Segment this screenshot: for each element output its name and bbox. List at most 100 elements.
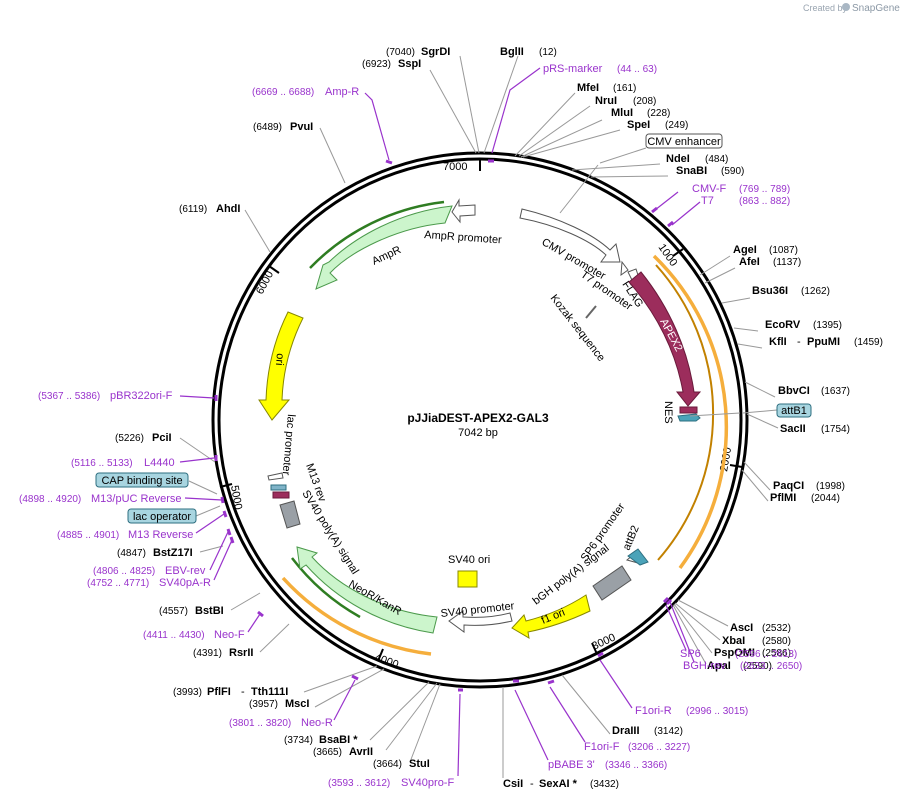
feature-nes: NES [662, 401, 701, 424]
enzyme-afei-pos: (1137) [773, 257, 801, 268]
primer-pbabe3-range: (3346 .. 3366) [605, 760, 667, 771]
primer-m13-reverse-range: (4885 .. 4901) [57, 530, 119, 541]
box-lac-operator: lac operator [127, 505, 221, 524]
label-ampr: AmpR [370, 244, 403, 268]
primer-amp-r: (6669 .. 6688) Amp-R [252, 86, 359, 98]
enzyme-pflfi-name: PflFI [207, 686, 231, 698]
primer-sv40pro-f: (3593 .. 3612) SV40pro-F [328, 777, 454, 789]
label-ampr-promoter: AmpR promoter [424, 229, 503, 246]
primer-prs-marker-range: (44 .. 63) [617, 64, 657, 75]
enzyme-avrii-name: AvrII [349, 746, 373, 758]
enzyme-pvui-pos: (6489) [253, 122, 282, 133]
enzyme-xbai-pos: (2580) [762, 636, 791, 647]
enzyme-ecorv-name: EcoRV [765, 319, 801, 331]
enzyme-spei-name: SpeI [627, 119, 650, 131]
enzyme-sacii: SacII (1754) [780, 423, 850, 435]
primer-cmv-f-name: CMV-F [692, 183, 727, 195]
enzyme-sexai-name: SexAI * [539, 778, 578, 790]
enzyme-asci-name: AscI [730, 622, 753, 634]
primer-leaders [179, 67, 701, 777]
primer-sp6-range: (2596 .. 2613) [735, 649, 797, 660]
enzyme-agei: AgeI (1087) [733, 244, 798, 256]
enzyme-draiii: DraIII (3142) [612, 725, 683, 737]
orf-halo-apex2 [652, 254, 729, 570]
enzyme-msci-name: MscI [285, 698, 309, 710]
enzyme-snabi-name: SnaBI [676, 165, 707, 177]
enzyme-asci-pos: (2532) [762, 623, 791, 634]
tick-label-5000: 5000 [228, 484, 244, 510]
primer-ebv-rev-range: (4806 .. 4825) [93, 566, 155, 577]
tick-label-7000: 7000 [443, 161, 467, 173]
enzyme-pflmi: PflMI (2044) [770, 492, 840, 504]
tick-6000 [268, 265, 280, 274]
primer-m13-reverse-name: M13 Reverse [128, 529, 193, 541]
enzyme-paqci-name: PaqCI [773, 480, 804, 492]
primer-f1ori-f-name: F1ori-F [584, 741, 620, 753]
primer-m13-puc-reverse-name: M13/pUC Reverse [91, 493, 181, 505]
label-attb1: attB1 [781, 405, 807, 417]
feature-f1-ori: f1 ori [511, 594, 591, 639]
primer-neo-f-name: Neo-F [214, 629, 245, 641]
primer-t7-name: T7 [701, 195, 714, 207]
primer-pbr322ori-f-range: (5367 .. 5386) [38, 391, 100, 402]
enzyme-bsabi-name: BsaBI * [319, 734, 358, 746]
credit-prefix: Created by [803, 3, 848, 13]
enzyme-sspi-pos: (6923) [362, 59, 391, 70]
enzyme-mfei: MfeI (161) [577, 82, 636, 94]
enzyme-pflfi-sep: - [241, 686, 245, 698]
enzyme-bstz17i-name: BstZ17I [153, 547, 193, 559]
scale-ticks [219, 159, 743, 662]
enzyme-ahdi: (6119) AhdI [179, 203, 240, 215]
label-attb2: attB2 [621, 524, 642, 552]
feature-attb2: attB2 [621, 524, 649, 566]
primer-amp-r-range: (6669 .. 6688) [252, 87, 314, 98]
enzyme-mfei-name: MfeI [577, 82, 599, 94]
enzyme-sgrdi-name: SgrDI [421, 46, 450, 58]
enzyme-rsrii: (4391) RsrII [193, 647, 253, 659]
enzyme-ahdi-pos: (6119) [179, 204, 207, 215]
credit-brand: SnapGene [852, 3, 900, 14]
orf-line-apex2 [655, 264, 715, 561]
snapgene-logo-icon [842, 3, 850, 11]
orf-line-ampr [309, 200, 445, 269]
box-cmv-enhancer: CMV enhancer [559, 133, 723, 214]
feature-bgh-polya: bGH poly(A) signal [531, 542, 632, 607]
primer-m13-puc-reverse: (4898 .. 4920) M13/pUC Reverse [19, 493, 181, 505]
primer-bgh-rev-range: (2633 .. 2650) [740, 661, 802, 672]
tick-label-4000: 4000 [373, 652, 400, 672]
enzyme-avrii-pos: (3665) [313, 747, 342, 758]
feature-kozak: Kozak sequence [548, 292, 608, 363]
enzyme-sspi-name: SspI [398, 58, 421, 70]
enzyme-pcii: (5226) PciI [115, 432, 172, 444]
tick-1000 [672, 248, 684, 257]
primer-pbabe3: pBABE 3' (3346 .. 3366) [548, 759, 667, 771]
primer-cmv-f: CMV-F (769 .. 789) [692, 183, 790, 195]
enzyme-nrui-pos: (208) [633, 96, 656, 107]
enzyme-msci: (3957) MscI [249, 698, 309, 710]
enzyme-mfei-pos: (161) [613, 83, 636, 94]
enzyme-labels: (7040) SgrDI (6923) SspI BglII (12) MfeI… [115, 46, 883, 790]
enzyme-afei: AfeI (1137) [739, 256, 801, 268]
primer-neo-r-name: Neo-R [301, 717, 333, 729]
enzyme-stui-pos: (3664) [373, 759, 402, 770]
label-bgh-polya: bGH poly(A) signal [531, 542, 612, 607]
primer-sp6: SP6 (2596 .. 2613) [680, 648, 797, 660]
primer-l4440-name: L4440 [144, 457, 175, 469]
enzyme-rsrii-pos: (4391) [193, 648, 222, 659]
enzyme-sgrdi-pos: (7040) [386, 47, 415, 58]
enzyme-spei-pos: (249) [665, 120, 688, 131]
enzyme-msci-pos: (3957) [249, 699, 278, 710]
tick-5000 [219, 483, 233, 488]
enzyme-ndei-pos: (484) [705, 154, 728, 165]
enzyme-mlui-pos: (228) [647, 108, 670, 119]
primer-labels: pRS-marker (44 .. 63) (6669 .. 6688) Amp… [19, 63, 802, 789]
enzyme-pcii-name: PciI [152, 432, 172, 444]
snapgene-credit: Created by SnapGene [803, 3, 900, 14]
enzyme-nrui: NruI (208) [595, 95, 656, 107]
primer-neo-r: (3801 .. 3820) Neo-R [229, 717, 333, 729]
enzyme-pvui: (6489) PvuI [253, 121, 313, 133]
enzyme-tth111i-name: Tth111I [251, 686, 288, 698]
primer-f1ori-f: F1ori-F (3206 .. 3227) [584, 741, 690, 753]
primer-l4440-range: (5116 .. 5133) [71, 458, 133, 469]
